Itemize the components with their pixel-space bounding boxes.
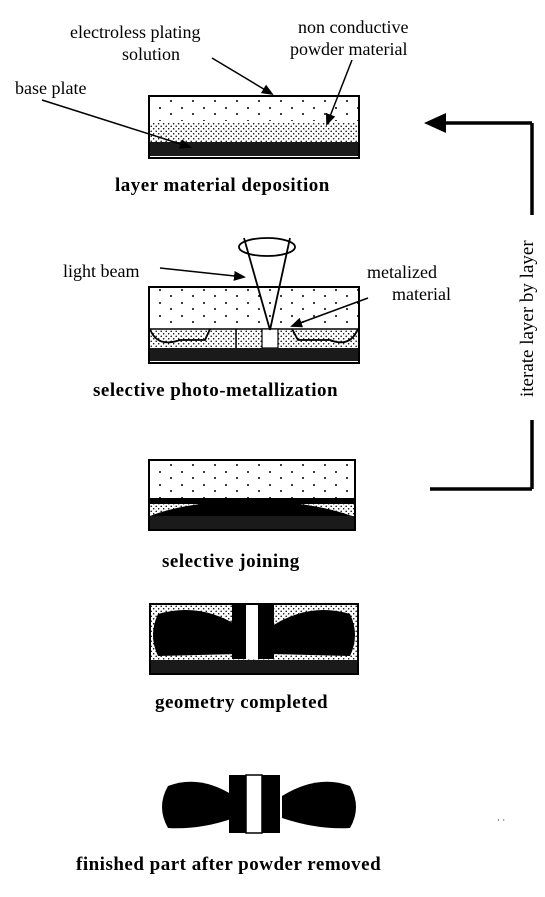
part-gap <box>246 605 258 659</box>
prior-layer-outline-left <box>149 328 211 344</box>
label-non-conductive-line1: non conductive <box>298 17 408 37</box>
base-plate-1 <box>150 142 358 156</box>
label-electroless-plating-solution-line1: electroless plating <box>70 22 200 42</box>
light-beam-left <box>243 237 271 331</box>
step-2-photo-metallization: light beam metalized material selective … <box>63 237 451 401</box>
step-5-finished-part: · · finished part after powder removed <box>76 774 505 875</box>
small-mark: · · <box>497 815 505 825</box>
plating-solution-layer <box>150 97 358 121</box>
label-light-beam: light beam <box>63 261 139 281</box>
finished-column-left <box>229 775 246 833</box>
part-right-wing <box>272 610 355 656</box>
label-electroless-plating-solution-line2: solution <box>122 44 180 64</box>
caption-step-1: layer material deposition <box>115 175 330 196</box>
step-3-selective-joining: selective joining <box>148 459 356 572</box>
arrow-to-powder <box>325 59 353 126</box>
prior-layer-outline-right <box>291 328 359 344</box>
arrow-to-solution <box>211 57 274 96</box>
joined-column-right <box>270 498 280 516</box>
joined-column-left <box>246 498 256 516</box>
loop-arrow-head-icon <box>424 113 446 133</box>
arrow-to-light-beam <box>159 267 246 281</box>
light-beam-right <box>269 237 291 331</box>
part-column-right <box>258 605 274 659</box>
arrow-to-base-plate <box>41 99 192 149</box>
plating-solution-layer-2 <box>150 288 358 326</box>
step-4-geometry-completed: geometry completed <box>149 603 359 713</box>
label-non-conductive-line2: powder material <box>290 39 407 59</box>
label-metalized-line2: material <box>392 284 451 304</box>
finished-core <box>245 774 263 834</box>
label-metalized-line1: metalized <box>367 262 437 282</box>
powder-layer-2 <box>150 329 358 348</box>
iterate-loop: iterate layer by layer <box>424 113 538 491</box>
base-plate-2 <box>150 348 358 361</box>
part-column-left <box>232 605 246 659</box>
finished-column-right <box>262 775 280 833</box>
step-1-layer-deposition: electroless plating solution non conduct… <box>15 17 408 196</box>
metalized-spot <box>261 328 279 349</box>
plating-solution-layer-3 <box>150 461 354 498</box>
label-base-plate: base plate <box>15 78 86 98</box>
caption-step-4: geometry completed <box>155 692 328 713</box>
arrow-to-metalized <box>290 297 369 328</box>
finished-left-wing <box>162 781 234 829</box>
caption-step-3: selective joining <box>162 551 300 572</box>
lens-icon <box>238 237 296 257</box>
caption-step-2: selective photo-metallization <box>93 380 338 401</box>
label-iterate-layer-by-layer: iterate layer by layer <box>517 240 538 397</box>
part-left-wing <box>153 610 238 656</box>
powder-layer <box>150 122 358 142</box>
caption-step-5: finished part after powder removed <box>76 854 381 875</box>
base-plate-4 <box>151 660 357 673</box>
base-plate-3 <box>150 516 354 529</box>
finished-right-wing <box>282 781 356 829</box>
